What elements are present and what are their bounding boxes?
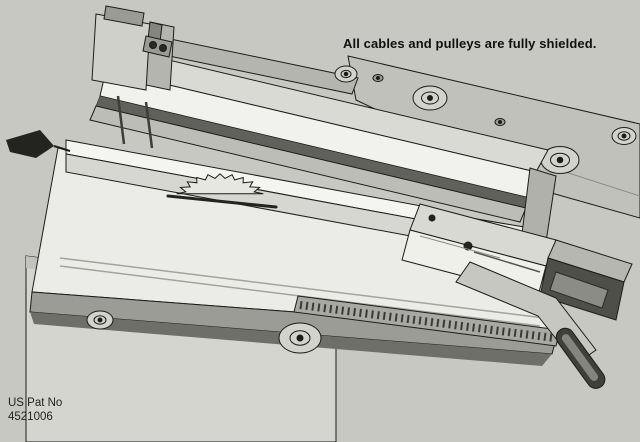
stop-knob <box>6 130 71 158</box>
pulley-cover-icon <box>611 127 637 145</box>
patent-label: US Pat No <box>8 397 63 409</box>
pulley-cover-icon <box>334 65 358 83</box>
caption-text: All cables and pulleys are fully shielde… <box>343 36 597 51</box>
rack-track <box>293 295 561 347</box>
patent-note: US Pat No 4521006 <box>8 396 62 424</box>
bolt-icon <box>372 74 506 126</box>
pulley-cover-icon <box>540 146 580 174</box>
patent-number: 4521006 <box>8 411 53 423</box>
saw-blade <box>166 173 278 209</box>
left-support-bracket <box>91 5 175 149</box>
pulley-cover-icon <box>412 85 448 111</box>
pulley-cover-icon <box>86 310 322 354</box>
sliding-carriage <box>401 167 633 389</box>
blade-guard-rail <box>89 47 549 223</box>
handle-grip <box>555 327 606 389</box>
